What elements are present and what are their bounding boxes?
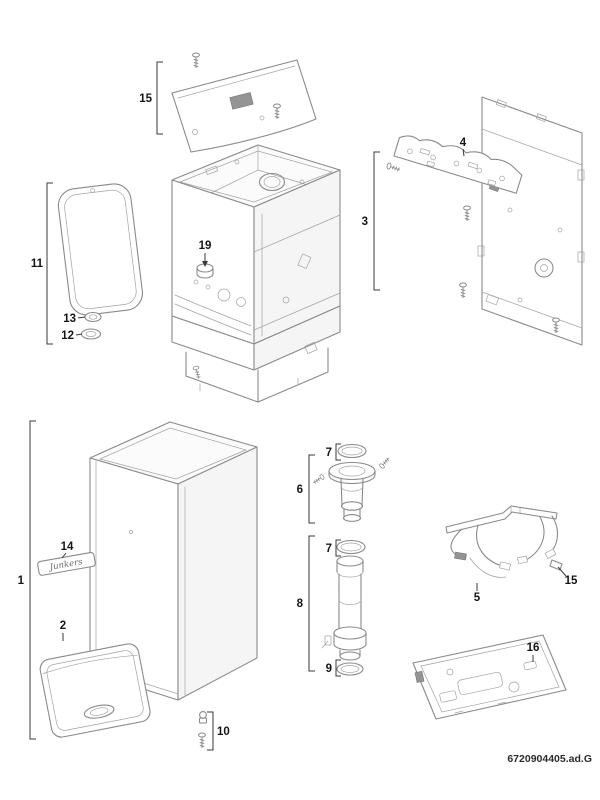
part-grommet-lower (80, 328, 102, 340)
part-flue-adapter (328, 461, 376, 522)
part-grommet-upper (84, 311, 102, 323)
callout-oring-upper: 7 (326, 447, 332, 459)
callout-bracket (373, 151, 380, 291)
callout-leader (77, 316, 86, 319)
part-logo-plate: Junkers (37, 551, 96, 576)
callout-top-cover: 15 (139, 93, 152, 105)
callout-side-panel: 11 (31, 258, 44, 270)
callout-oring-lower: 9 (326, 663, 332, 675)
part-oring-middle (336, 539, 366, 555)
part-side-panel (57, 183, 144, 316)
part-chassis (171, 144, 341, 403)
callout-chassis-plug: 19 (199, 240, 212, 252)
callout-oring-middle: 7 (326, 543, 332, 555)
callout-bracket (335, 443, 341, 461)
doc-code: 6720904405.ad.G (507, 753, 592, 765)
callout-leader (462, 148, 465, 157)
callout-clip: 15 (565, 575, 578, 587)
callout-bracket (308, 454, 315, 524)
callout-bracket (308, 535, 315, 672)
callout-grommet-lower: 12 (61, 330, 74, 342)
callout-bracket (335, 539, 341, 557)
callout-cable-harness: 5 (474, 592, 481, 604)
part-back-panel (477, 96, 585, 346)
callout-back-panel: 3 (362, 216, 368, 228)
part-base-tray (412, 634, 567, 720)
part-screw (192, 365, 203, 380)
callout-screw-set: 10 (217, 726, 230, 738)
part-lower-front-panel (39, 643, 151, 738)
callout-leader (557, 566, 567, 577)
callout-bracket (207, 711, 214, 751)
callout-arrowhead (202, 261, 208, 267)
part-top-cover (171, 59, 317, 153)
callout-leader (75, 333, 83, 336)
callout-bracket (335, 659, 341, 677)
part-clip (549, 559, 563, 571)
callout-bracket (29, 420, 36, 740)
callout-flue-extension: 8 (297, 598, 304, 610)
callout-logo-plate: 14 (61, 541, 74, 553)
callout-grommet-upper: 13 (63, 313, 76, 325)
callout-front-casing: 1 (18, 575, 25, 587)
callout-bracket (156, 61, 163, 135)
callout-lower-front-panel: 2 (60, 620, 66, 632)
callout-mounting-rail: 4 (460, 137, 467, 149)
part-oring-lower (336, 662, 364, 676)
part-oring-upper (337, 443, 367, 459)
part-flue-extension (321, 555, 367, 661)
callout-flue-adapter: 6 (297, 484, 303, 496)
part-mounting-rail (393, 135, 523, 194)
part-screw-set (198, 711, 208, 749)
callout-leader (61, 552, 67, 559)
part-cable-harness (445, 505, 558, 578)
callout-base-tray: 16 (527, 642, 540, 654)
callout-bracket (46, 182, 53, 345)
